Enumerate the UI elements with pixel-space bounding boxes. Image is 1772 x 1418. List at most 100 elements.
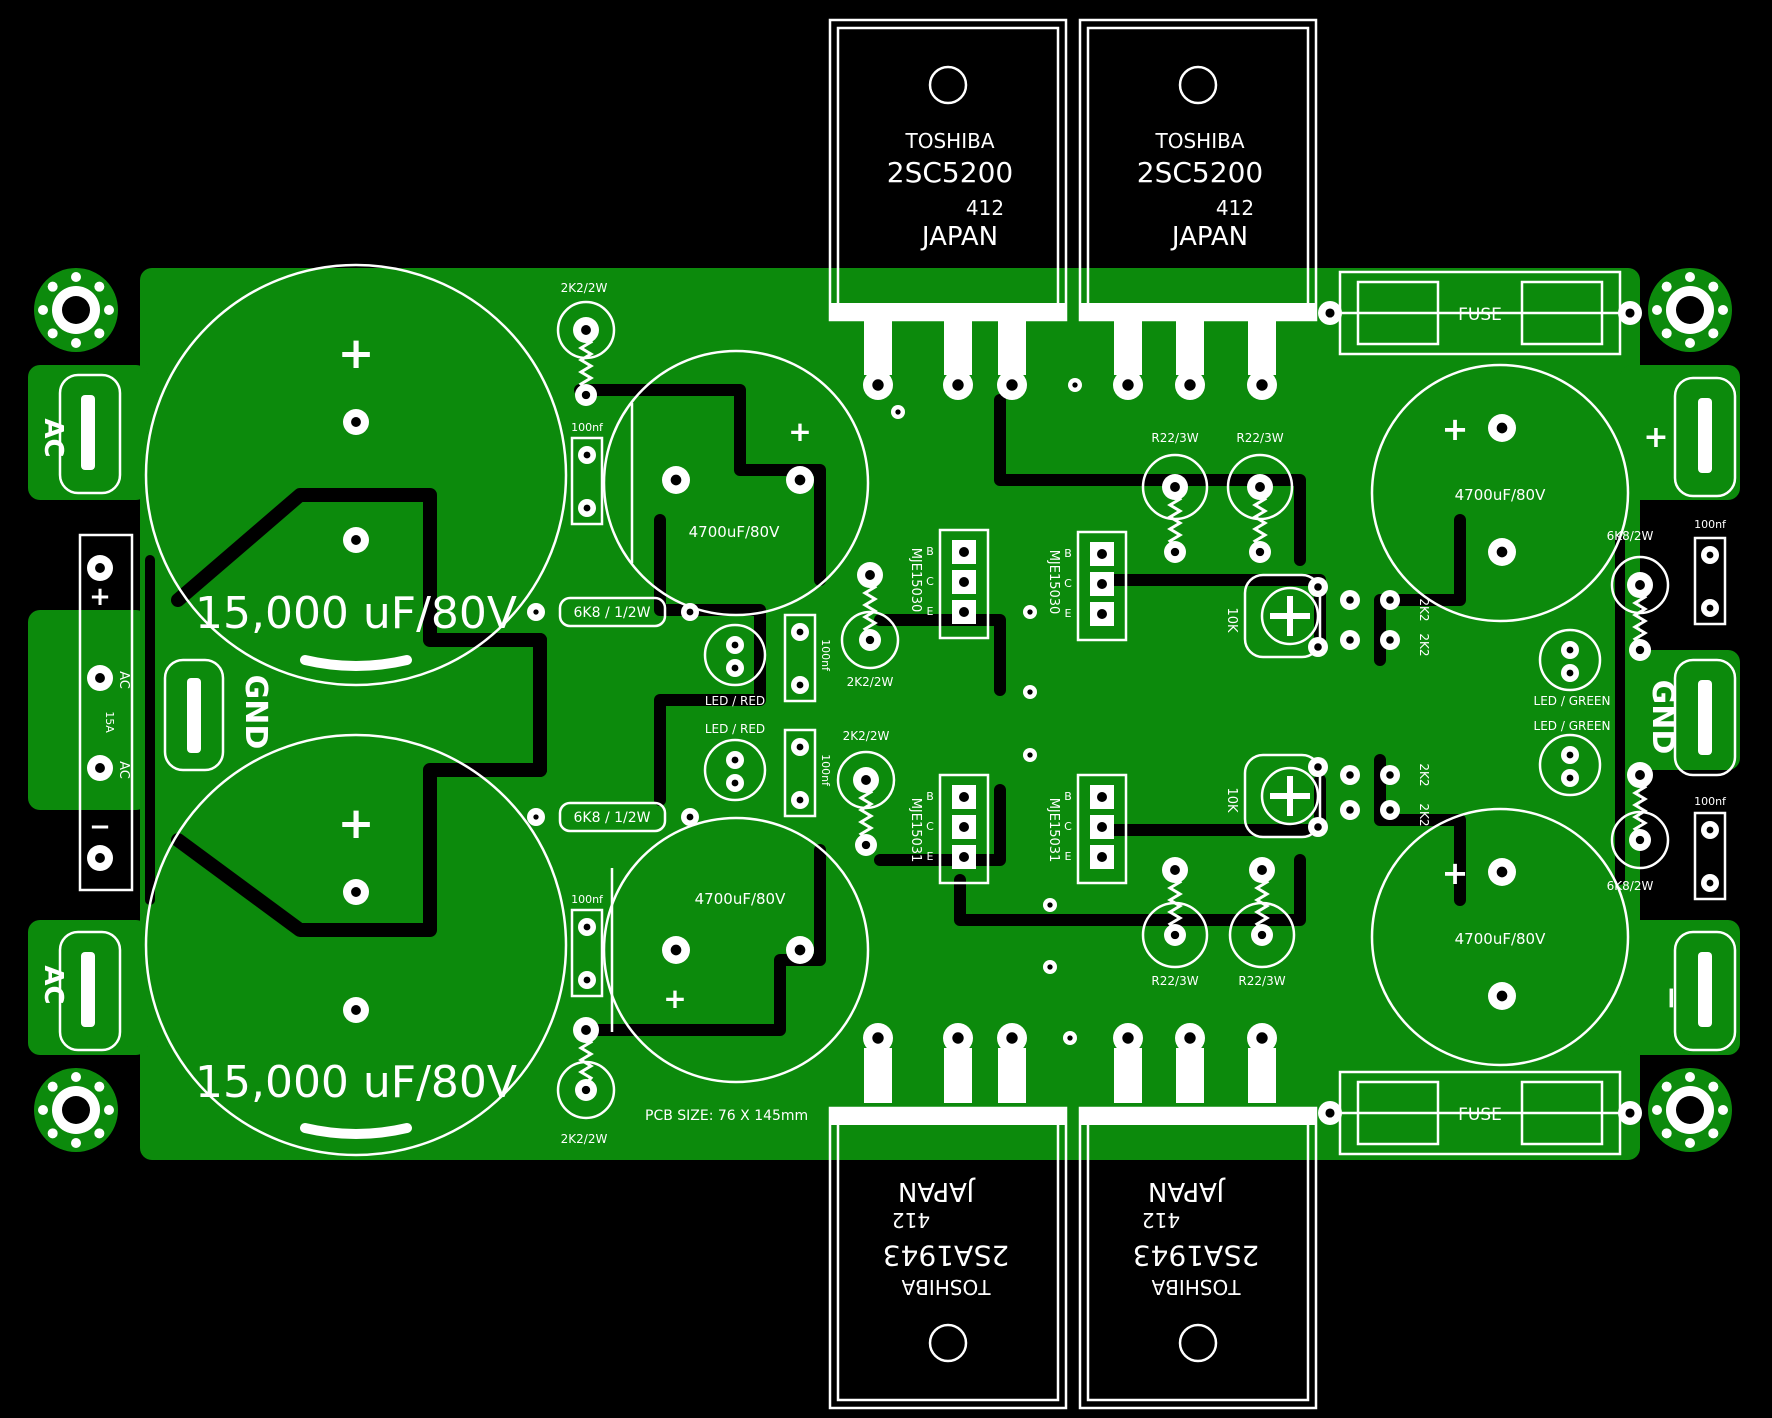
pad-drill: [895, 409, 901, 415]
pad-drill: [731, 641, 739, 649]
transistor-leg: [1248, 1048, 1276, 1103]
svg-text:2K2: 2K2: [1417, 803, 1431, 826]
capacitor-value-label: 4700uF/80V: [689, 523, 780, 541]
pad-drill: [1566, 669, 1574, 677]
solder-pads: [87, 301, 1719, 1125]
svg-text:JAPAN: JAPAN: [1148, 1176, 1226, 1206]
led-green: [1538, 628, 1602, 692]
svg-text:LED / GREEN: LED / GREEN: [1534, 719, 1611, 733]
svg-text:C: C: [926, 820, 934, 833]
polarity-plus: +: [338, 328, 375, 379]
pad-drill: [861, 775, 871, 785]
svg-text:JAPAN: JAPAN: [920, 222, 998, 252]
pad-drill: [583, 976, 591, 984]
mounting-hole-via: [47, 1081, 58, 1092]
svg-text:2SA1943: 2SA1943: [883, 1239, 1010, 1272]
pad-drill: [1496, 422, 1508, 434]
svg-text:MJE15030: MJE15030: [1046, 550, 1061, 615]
pad-drill: [1006, 1032, 1018, 1044]
pad-drill: [1635, 645, 1645, 655]
mounting-hole-via: [94, 1128, 105, 1139]
pad-drill: [952, 379, 964, 391]
mounting-hole-via: [1685, 1138, 1695, 1148]
capacitor-100nf: 100nf: [783, 728, 832, 818]
mounting-hole-via: [104, 1105, 114, 1115]
resistor-6k8-2w: [1610, 810, 1670, 870]
svg-text:C: C: [1064, 577, 1072, 590]
pad-drill: [583, 504, 591, 512]
mounting-hole-via: [47, 281, 58, 292]
pad-drill: [95, 853, 105, 863]
pad-drill: [581, 390, 591, 400]
pad-drill: [1386, 806, 1394, 814]
svg-text:−: −: [1654, 985, 1689, 1010]
svg-text:+: +: [1643, 420, 1668, 455]
mounting-hole-via: [1652, 305, 1662, 315]
svg-text:6K8 / 1/2W: 6K8 / 1/2W: [574, 810, 651, 826]
pad-drill: [1706, 879, 1714, 887]
mounting-hole-via: [1708, 281, 1719, 292]
svg-text:C: C: [1064, 820, 1072, 833]
pad-drill: [1314, 643, 1322, 651]
mounting-hole-via: [1708, 1081, 1719, 1092]
driver-mje15030-right: B C E MJE15030: [1046, 530, 1128, 642]
pad-drill: [351, 887, 361, 897]
svg-text:100nf: 100nf: [819, 754, 832, 787]
pad-drill: [1184, 379, 1196, 391]
fuse-label: FUSE: [1458, 1105, 1502, 1125]
resistor-body: [578, 1035, 594, 1085]
svg-text:412: 412: [892, 1208, 930, 1232]
resistor-body: [1167, 875, 1183, 931]
pad-drill: [1566, 646, 1574, 654]
svg-text:2SC5200: 2SC5200: [887, 156, 1013, 189]
driver-mje15031-right: B C E MJE15031: [1046, 773, 1128, 885]
resistor-body: [862, 580, 878, 636]
fuse-label: FUSE: [1458, 305, 1502, 325]
pad-drill: [959, 547, 969, 557]
pad-drill: [861, 840, 871, 850]
pad-drill: [1097, 609, 1107, 619]
mounting-hole-drill: [62, 1096, 90, 1124]
transistor-leg: [864, 1048, 892, 1103]
pad-drill: [1346, 771, 1354, 779]
led-green: [1538, 733, 1602, 797]
mounting-hole-via: [94, 328, 105, 339]
pad-drill: [1170, 482, 1180, 492]
pad-drill: [1027, 689, 1033, 695]
transistor-leg: [1114, 320, 1142, 375]
capacitor-value-label: 4700uF/80V: [1455, 930, 1546, 948]
pad-drill: [1122, 1032, 1134, 1044]
pad-drill: [1346, 636, 1354, 644]
capacitor-100nf: 100nf: [570, 421, 604, 526]
pad-drill: [959, 607, 969, 617]
pad-drill: [1097, 792, 1107, 802]
transistor-leg: [1248, 320, 1276, 375]
pad-drill: [583, 923, 591, 931]
pad-drill: [959, 852, 969, 862]
pad-drill: [1255, 547, 1265, 557]
pad-drill: [670, 944, 682, 956]
gnd-tab-right: GND: [1645, 658, 1737, 777]
resistor-6k8-half-watt: [558, 801, 667, 833]
pad-drill: [670, 474, 682, 486]
svg-text:100nf: 100nf: [819, 639, 832, 672]
svg-text:100nf: 100nf: [571, 421, 604, 434]
capacitor-4700uf-right-top: + 4700uF/80V: [1370, 363, 1630, 623]
mounting-hole-via: [1685, 272, 1695, 282]
capacitor-15000uf-top: + 15,000 uF/80V: [144, 263, 568, 687]
svg-text:2SC5200: 2SC5200: [1137, 156, 1263, 189]
svg-text:TOSHIBA: TOSHIBA: [905, 129, 995, 153]
pad-drill: [1496, 990, 1508, 1002]
pad-drill: [1706, 604, 1714, 612]
svg-text:MJE15030: MJE15030: [908, 548, 923, 613]
pad-drill: [351, 417, 361, 427]
transistor-leg: [944, 1048, 972, 1103]
resistor-body: [1632, 590, 1648, 646]
pad-drill: [1072, 382, 1078, 388]
resistor-6k8-half-watt: [558, 596, 667, 628]
svg-text:AC: AC: [38, 418, 68, 457]
svg-text:2K2/2W: 2K2/2W: [561, 281, 608, 295]
pad-drill: [794, 474, 806, 486]
svg-text:TOSHIBA: TOSHIBA: [901, 1275, 991, 1299]
